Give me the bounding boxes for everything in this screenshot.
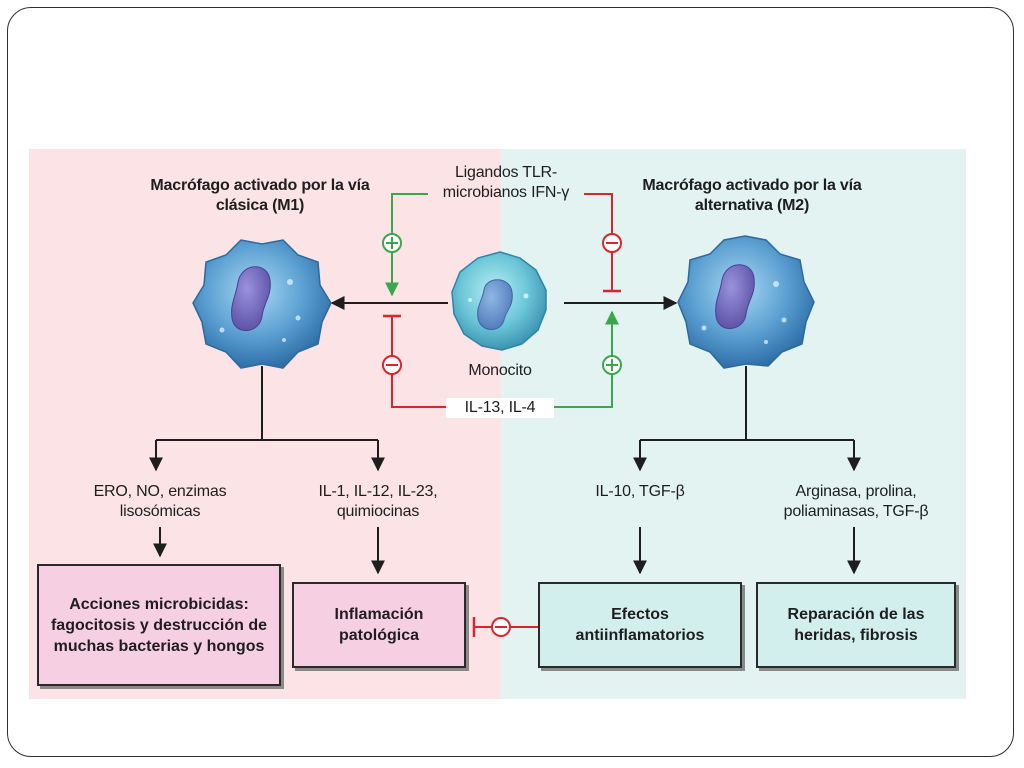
monocyte-label: Monocito	[468, 362, 532, 379]
m1-branch-connectors	[149, 366, 385, 575]
top-stimulus-label: Ligandos TLR-microbianos IFN-γ	[442, 164, 570, 201]
bottom-stimulus-inhibition-line	[391, 316, 452, 408]
m2-macrophage-cell	[677, 235, 815, 369]
bottom-stimulus-activation-line	[548, 310, 619, 408]
m1-output-ero-no: ERO, NO, enzimas lisosómicas	[93, 483, 227, 520]
effect-box-inflammation: Inflamación patológica	[292, 582, 466, 668]
m2-output-arginasa: Arginasa, prolina, poliaminasas, TGF-β	[783, 483, 929, 520]
minus-icon	[491, 617, 511, 637]
effect-box-antiinflammatory: Efectos antiinflamatorios	[538, 582, 742, 668]
minus-icon	[382, 355, 402, 375]
effect-box-repair-fibrosis: Reparación de las heridas, fibrosis	[756, 582, 956, 668]
effect-box-microbicidal: Acciones microbicidas: fagocitosis y des…	[37, 564, 281, 686]
m1-output-interleukins: IL-1, IL-12, IL-23, quimiocinas	[318, 483, 438, 520]
m1-title: Macrófago activado por la vía clásica (M…	[150, 177, 370, 214]
monocyte-cell	[451, 251, 547, 351]
top-stimulus-inhibition-line	[584, 193, 613, 291]
top-stimulus-activation-line	[385, 193, 428, 297]
plus-icon	[382, 233, 402, 253]
bottom-stimulus-label: IL-13, IL-4	[446, 398, 554, 418]
m1-macrophage-cell	[192, 239, 332, 369]
m2-title: Macrófago activado por la vía alternativ…	[642, 177, 862, 214]
m2-branch-connectors	[633, 366, 861, 575]
minus-icon	[602, 233, 622, 253]
m2-output-il10: IL-10, TGF-β	[595, 483, 685, 500]
plus-icon	[602, 355, 622, 375]
